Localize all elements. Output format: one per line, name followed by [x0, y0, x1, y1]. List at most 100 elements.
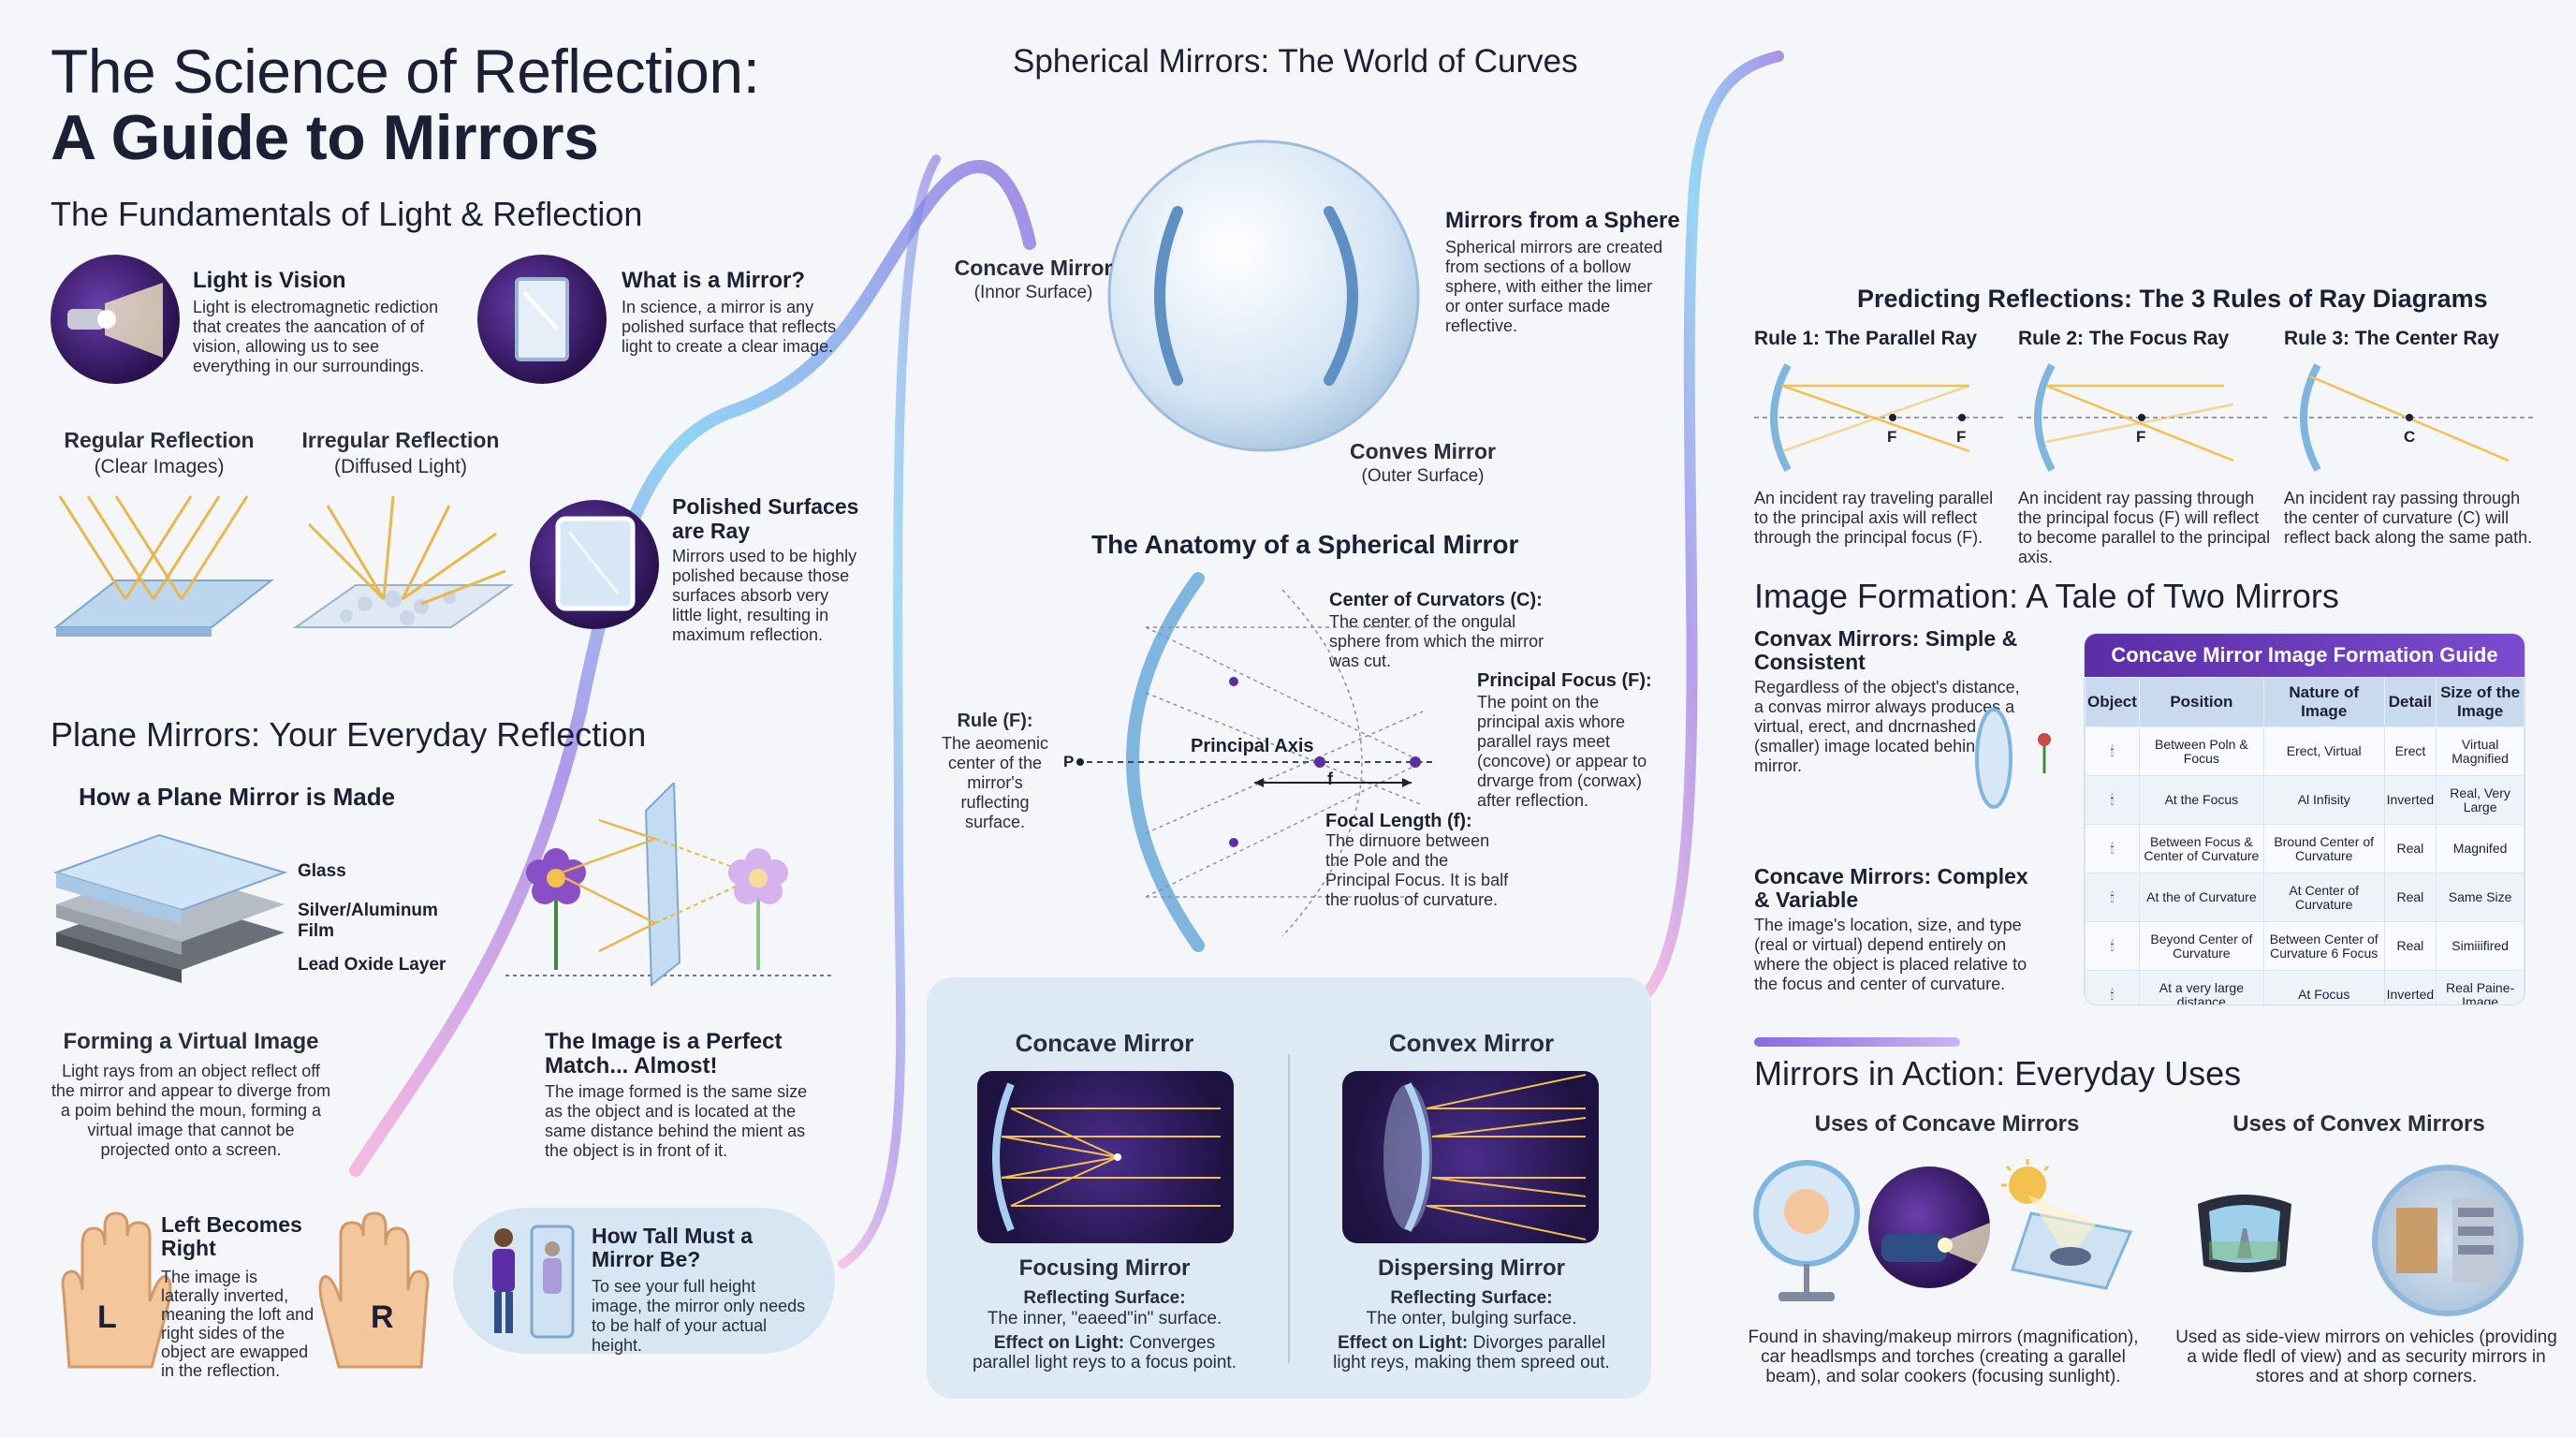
- left-hand-icon: L: [61, 1211, 172, 1369]
- formation-table-title: Concave Mirror Image Formation Guide: [2085, 634, 2525, 677]
- polished-title: Polished Surfaces are Ray: [672, 494, 859, 543]
- convex-sub: (Outer Surface): [1361, 466, 1485, 486]
- irregular-title: Irregular Reflection: [301, 428, 500, 452]
- left-right-title: Left Becomes Right: [161, 1212, 302, 1260]
- uses-accent-bar: [1754, 1037, 1960, 1047]
- anatomy-heading: The Anatomy of a Spherical Mirror: [1091, 530, 1519, 559]
- anatomy-p: P: [1063, 753, 1075, 770]
- mirror-body: In science, a mirror is any polished sur…: [622, 298, 837, 356]
- layer-glass: Glass: [298, 861, 346, 881]
- tall-body: To see your full height image, the mirro…: [592, 1277, 806, 1355]
- tall-title: How Tall Must a Mirror Be?: [592, 1224, 754, 1271]
- right-hand-label: R: [371, 1299, 394, 1335]
- anatomy-f: f: [1327, 770, 1333, 788]
- right-hand-icon: R: [318, 1211, 430, 1369]
- focus-title: Principal Focus (F):: [1477, 670, 1652, 691]
- tall-mirror-card: [453, 1208, 835, 1354]
- rule3-mark: C: [2404, 428, 2415, 446]
- person-mirror-icon: [492, 1225, 575, 1339]
- mirror-icon: [477, 255, 607, 384]
- perfect-body: The image formed is the same size as the…: [545, 1082, 808, 1160]
- page-title-line1: The Science of Reflection:: [51, 37, 760, 106]
- concave-label: Concave Mirror: [954, 256, 1113, 280]
- candle-icon: 🕯: [2085, 921, 2140, 971]
- pole-title: Rule (F):: [957, 711, 1033, 731]
- convex-ray-illustration: [1342, 1071, 1599, 1243]
- focal-body: The dirnuore between the Pole and the Pr…: [1325, 831, 1509, 909]
- flashlight-icon: [51, 255, 180, 384]
- col-position: Position: [2138, 677, 2264, 727]
- virtual-body: Light rays from an object reflect off th…: [51, 1062, 331, 1159]
- solar-cooker-icon: [2001, 1159, 2133, 1290]
- regular-sub: (Clear Images): [94, 456, 225, 477]
- sphere-body: Spherical mirrors are created from secti…: [1445, 238, 1663, 335]
- formation-convex-body: Regardless of the object's distance, a c…: [1754, 678, 2020, 775]
- rule3-diagram: C: [2284, 363, 2537, 472]
- rule1-title: Rule 1: The Parallel Ray: [1754, 328, 1978, 349]
- light-body: Light is electromagnetic rediction that …: [193, 298, 439, 375]
- concave-compare-title: Concave Mirror: [1015, 1029, 1194, 1057]
- candle-icon: 🕯: [2085, 775, 2140, 825]
- light-title: Light is Vision: [193, 268, 346, 293]
- regular-reflection-illustration: [53, 495, 274, 637]
- concave-effect-text: Converges parallel light reys to a focus…: [973, 1333, 1237, 1372]
- mirror-layers-illustration: [52, 833, 288, 983]
- uses-concave-body: Found in shaving/makeup mirrors (magnifi…: [1748, 1328, 2139, 1387]
- convex-role: Dispersing Mirror: [1377, 1255, 1566, 1281]
- candle-icon: 🕯: [2085, 873, 2140, 922]
- candle-icon: 🕯: [2085, 970, 2140, 1005]
- formation-concave-title: Concave Mirrors: Complex & Variable: [1754, 864, 2028, 912]
- convex-surface-label: Reflecting Surface:: [1390, 1288, 1553, 1308]
- uses-convex-body: Used as side-view mirrors on vehicles (p…: [2175, 1328, 2557, 1387]
- car-headlight-icon: [1868, 1167, 1990, 1288]
- page-title-line2: A Guide to Mirrors: [51, 102, 599, 173]
- makeup-mirror-icon: [1753, 1160, 1860, 1301]
- left-right-body: The image is laterally inverted, meaning…: [161, 1268, 315, 1380]
- col-nature: Nature of Image: [2262, 677, 2385, 727]
- center-title: Center of Curvators (C):: [1329, 590, 1543, 610]
- sphere-title: Mirrors from a Sphere: [1445, 208, 1680, 233]
- concave-effect-label: Effect on Light:: [993, 1333, 1125, 1353]
- rule2-mark: F: [2136, 428, 2145, 446]
- rule2-diagram: F: [2018, 363, 2271, 472]
- convex-surface: The onter, bulging surface.: [1366, 1309, 1577, 1328]
- regular-title: Regular Reflection: [64, 428, 255, 452]
- formation-concave-body: The image's location, size, and type (re…: [1754, 916, 2027, 993]
- anatomy-diagram: [1076, 572, 1432, 952]
- formation-heading: Image Formation: A Tale of Two Mirrors: [1754, 577, 2339, 615]
- candle-icon: 🕯: [2085, 824, 2140, 873]
- col-size: Size of the Image: [2436, 677, 2525, 727]
- virtual-title: Forming a Virtual Image: [63, 1029, 319, 1054]
- focal-title: Focal Length (f):: [1325, 811, 1472, 831]
- rule2-title: Rule 2: The Focus Ray: [2018, 328, 2230, 349]
- spherical-heading: Spherical Mirrors: The World of Curves: [1013, 43, 1578, 80]
- concave-surface-label: Reflecting Surface:: [1023, 1288, 1186, 1308]
- concave-ray-illustration: [977, 1071, 1234, 1243]
- sphere-illustration: [1107, 139, 1420, 452]
- rule1-mark-1: F: [1887, 428, 1896, 446]
- convex-effect-text: Divorges parallel light reys, making the…: [1333, 1333, 1610, 1372]
- center-body: The center of the ongulal sphere from wh…: [1329, 612, 1544, 670]
- side-mirror-icon: [2198, 1195, 2291, 1272]
- left-hand-label: L: [97, 1299, 117, 1335]
- fundamentals-heading: The Fundamentals of Light & Reflection: [51, 195, 643, 233]
- layer-lead-oxide: Lead Oxide Layer: [298, 955, 446, 975]
- candle-icon: 🕯: [2085, 726, 2140, 776]
- convex-effect: Effect on Light: Divorges parallel light…: [1331, 1333, 1612, 1372]
- concave-effect: Effect on Light: Converges parallel ligh…: [964, 1333, 1245, 1372]
- polished-mirror-icon: [530, 500, 659, 629]
- concave-role: Focusing Mirror: [1018, 1255, 1191, 1281]
- convex-label: Conves Mirror: [1350, 439, 1496, 463]
- concave-surface: The inner, "eaeed"in" surface.: [987, 1309, 1222, 1328]
- rule2-body: An incident ray passing through the prin…: [2018, 489, 2271, 566]
- formation-convex-title: Convax Mirrors: Simple & Consistent: [1754, 626, 2018, 674]
- convex-small-mirror-icon: [1975, 708, 2051, 809]
- uses-convex-title: Uses of Convex Mirrors: [2232, 1111, 2485, 1137]
- irregular-reflection-illustration: [292, 495, 515, 628]
- security-mirror-icon: [2372, 1165, 2524, 1316]
- polished-body: Mirrors used to be highly polished becau…: [672, 547, 857, 644]
